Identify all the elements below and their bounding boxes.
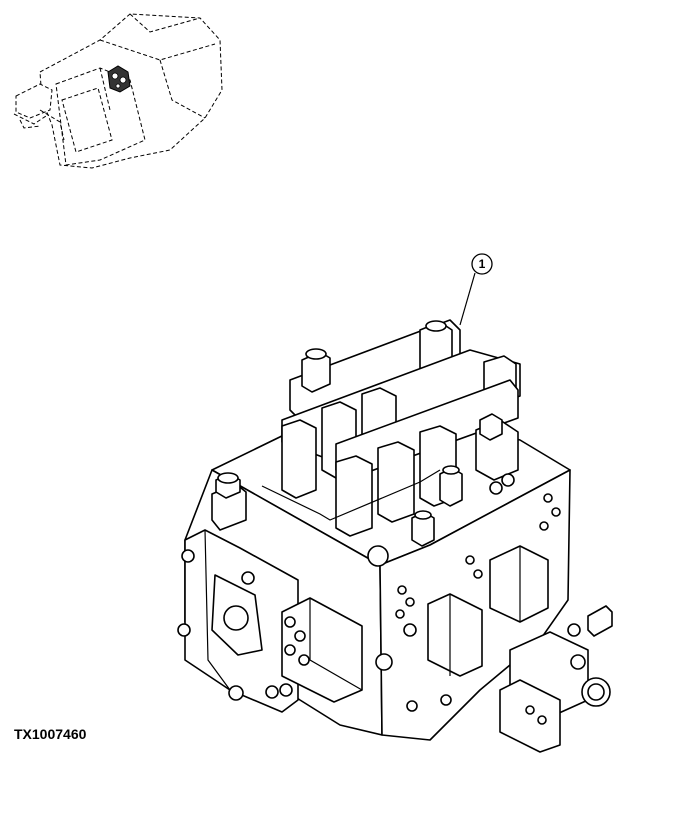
figure-code: TX1007460: [14, 726, 87, 742]
mounting-holes-right-face: [395, 493, 561, 619]
callout-number: 1: [479, 257, 486, 271]
left-end-cover: [177, 529, 299, 713]
port-relief-valve-left: [211, 472, 247, 531]
control-valve-assembly: [177, 319, 613, 753]
solenoid-valve-blocks: [375, 545, 549, 712]
port-plugs-center: [367, 465, 463, 567]
valve-location-marker: [107, 65, 131, 93]
right-pilot-block: [499, 605, 613, 753]
section-block-left: [281, 597, 363, 703]
relief-valve-right: [475, 413, 519, 495]
callout-1: 1: [459, 253, 493, 326]
machine-locator-thumbnail: [13, 13, 223, 169]
